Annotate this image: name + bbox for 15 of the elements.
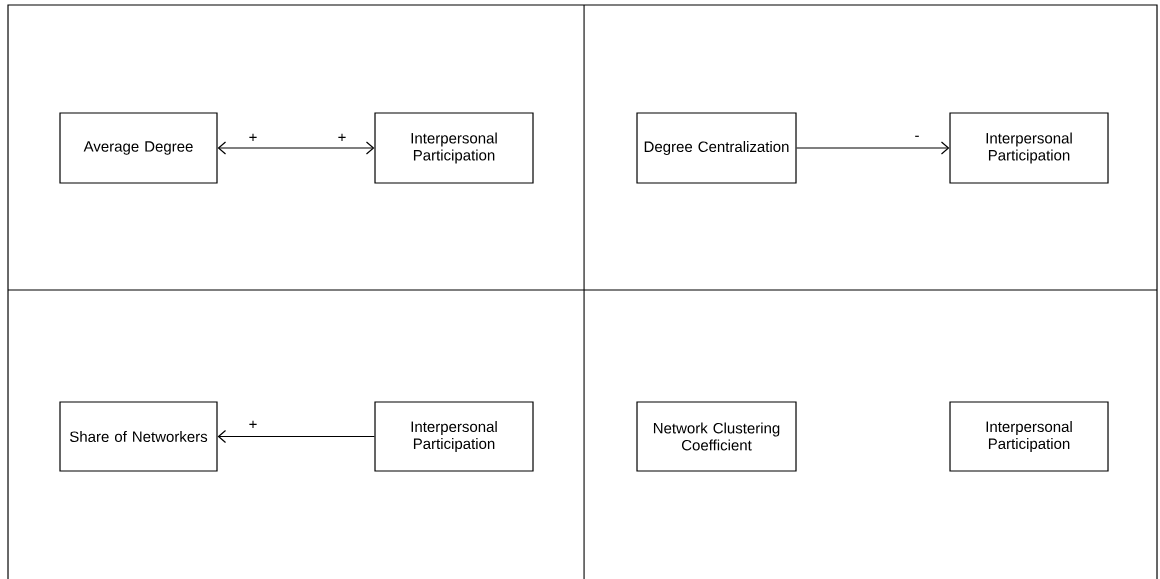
- sign-label: +: [249, 133, 257, 141]
- arrow: [217, 429, 375, 444]
- text-box: Interpersonal Participation: [949, 112, 1109, 184]
- text-box: Interpersonal Participation: [374, 401, 534, 472]
- arrow: [796, 141, 950, 155]
- text-box: Share of Networkers: [59, 401, 218, 472]
- edge-label: +: [249, 420, 257, 428]
- arrow: [217, 141, 375, 155]
- text-box: Network Clustering Coefficient: [636, 401, 797, 472]
- text-box: Interpersonal Participation: [949, 401, 1109, 472]
- text-box: Interpersonal Participation: [374, 112, 534, 184]
- text-box: Degree Centralization: [636, 112, 797, 184]
- text-box: Average Degree: [59, 112, 218, 184]
- edge-label: -: [915, 135, 919, 137]
- edge-label: +: [338, 133, 346, 141]
